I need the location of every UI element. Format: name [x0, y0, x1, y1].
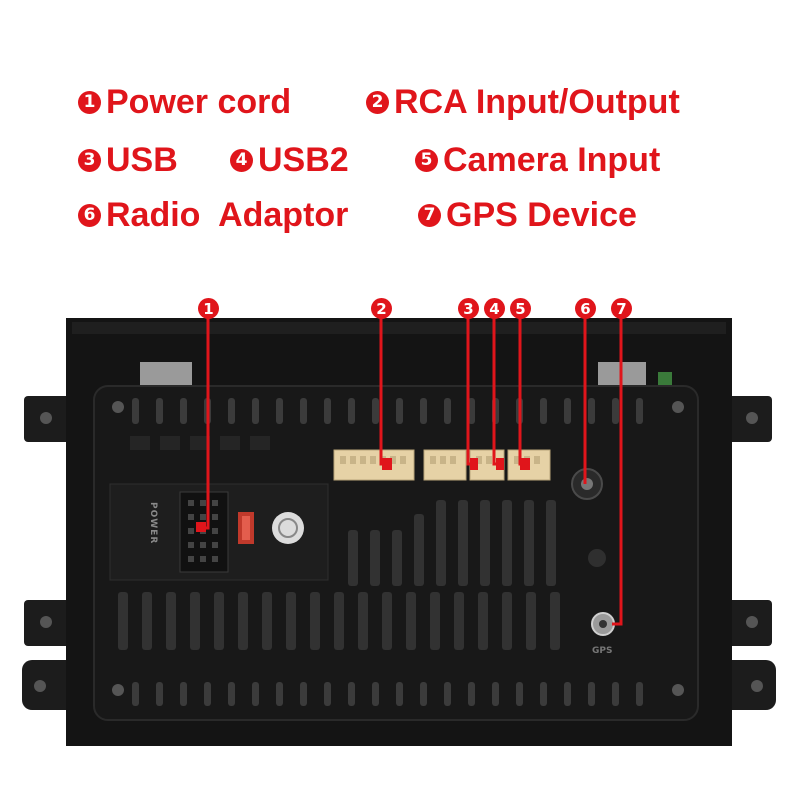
- legend-label: RCA Input/Output: [394, 83, 680, 121]
- usb-connector: [423, 449, 467, 481]
- legend-item-radio-adaptor: 6 Radio Adaptor: [78, 195, 348, 235]
- callout-badge-6: 6: [575, 298, 596, 319]
- callout-badge-2: 2: [371, 298, 392, 319]
- callout-badge-5: 5: [510, 298, 531, 319]
- legend-number-badge: 1: [78, 90, 101, 114]
- vent-slots-bottom: [132, 682, 643, 706]
- legend-number-badge: 4: [230, 148, 253, 172]
- vent-slots-lower: [118, 592, 560, 650]
- leader-line-7: [612, 318, 623, 626]
- legend-label: Power cord: [106, 83, 292, 121]
- rca-connector: [333, 449, 415, 481]
- legend-number-badge: 3: [78, 148, 101, 172]
- power-label: POWER: [148, 502, 158, 545]
- callout-badge-3: 3: [458, 298, 479, 319]
- vent-slots-middle: [348, 500, 556, 586]
- ce-sticker: [272, 512, 304, 544]
- legend-item-gps-device: 7 GPS Device: [418, 195, 637, 235]
- legend-number-badge: 2: [366, 90, 389, 114]
- legend-item-rca: 2 RCA Input/Output: [366, 82, 680, 122]
- legend-item-usb2: 4 USB2: [230, 140, 349, 180]
- gps-label: GPS: [592, 646, 613, 656]
- legend-item-power-cord: 1 Power cord: [78, 82, 291, 122]
- legend-label: USB: [106, 141, 178, 179]
- legend-number-badge: 5: [415, 148, 438, 172]
- vent-slots-top: [132, 398, 643, 424]
- legend-label: Camera Input: [443, 141, 661, 179]
- legend-label: USB2: [258, 141, 349, 179]
- legend-number-badge: 7: [418, 203, 441, 227]
- callout-badge-4: 4: [484, 298, 505, 319]
- legend-label: Radio Adaptor: [106, 196, 349, 234]
- legend-item-camera-input: 5 Camera Input: [415, 140, 660, 180]
- callout-badge-1: 1: [198, 298, 219, 319]
- callout-badge-7: 7: [611, 298, 632, 319]
- legend-label: GPS Device: [446, 196, 637, 234]
- legend-item-usb: 3 USB: [78, 140, 178, 180]
- legend-number-badge: 6: [78, 203, 101, 227]
